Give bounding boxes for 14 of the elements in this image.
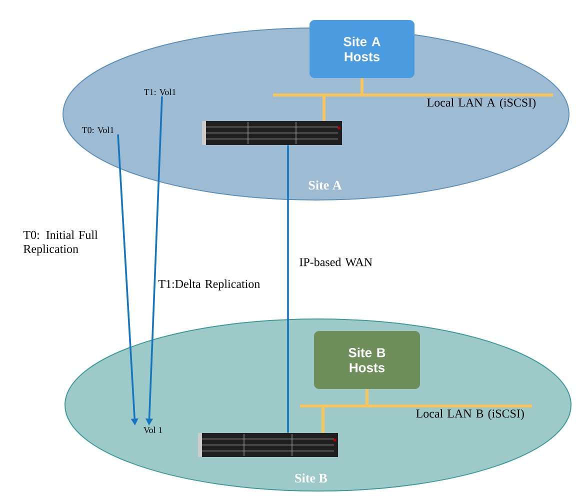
hosts-box: Site B Hosts bbox=[314, 331, 420, 389]
edge-label: Local LAN B (iSCSI) bbox=[416, 409, 524, 420]
volume-label: T1: Vol1 bbox=[144, 88, 176, 96]
volume-label: T0: Vol1 bbox=[82, 126, 114, 134]
edge-label: T0: Initial Full Replication bbox=[23, 230, 98, 256]
picture bbox=[198, 433, 338, 457]
hosts-box: Site A Hosts bbox=[310, 20, 414, 78]
lan-connector bbox=[272, 78, 554, 121]
edge-label: Local LAN A (iSCSI) bbox=[427, 98, 536, 110]
lan-connector bbox=[298, 389, 534, 433]
picture bbox=[202, 121, 342, 145]
edge-label: IP-based WAN bbox=[300, 258, 372, 266]
volume-label: Vol 1 bbox=[144, 426, 162, 434]
edge-label: T1:Delta Replication bbox=[158, 280, 260, 290]
